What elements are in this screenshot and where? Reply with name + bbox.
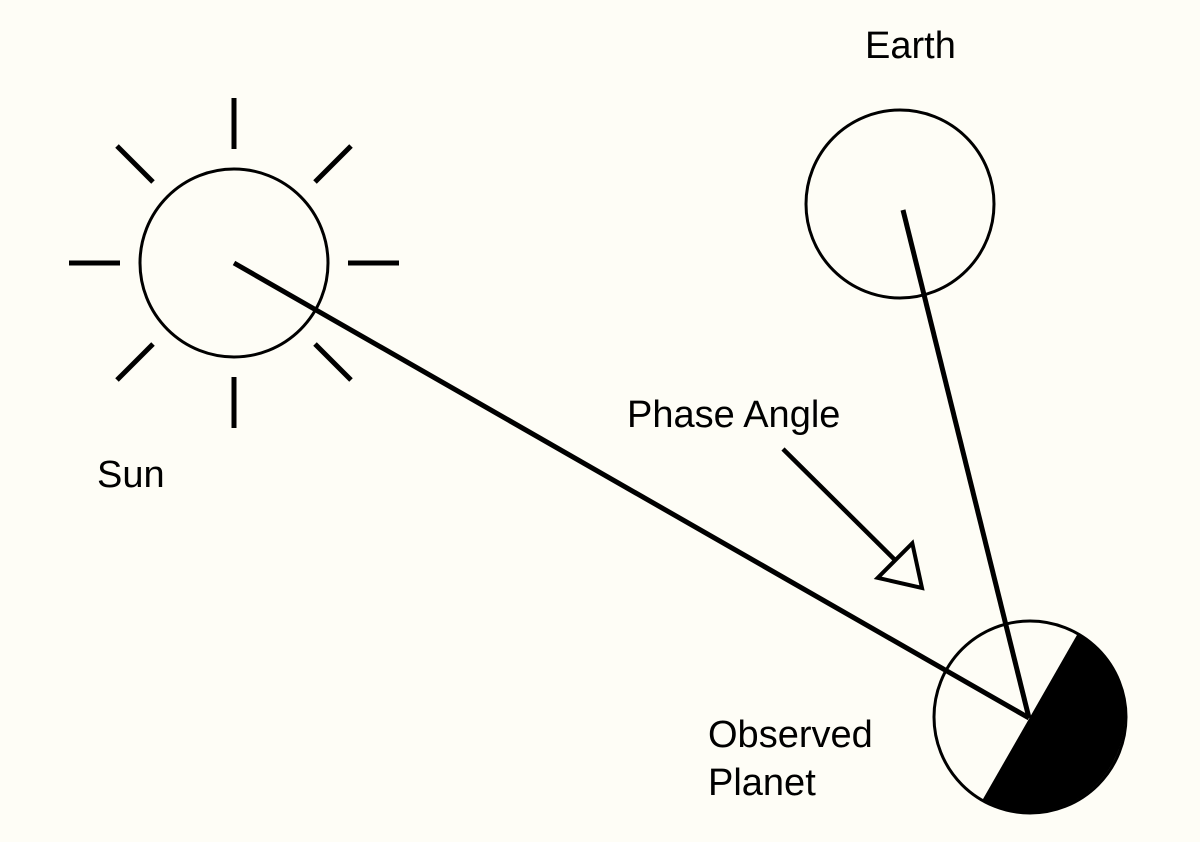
earth-label: Earth: [865, 25, 956, 67]
planet-disk: [932, 619, 1128, 815]
sun-to-planet-line: [232, 260, 1031, 721]
observed-planet-icon: [932, 619, 1128, 815]
planet-dark-side: [982, 633, 1125, 813]
earth-disk: [804, 108, 996, 300]
observed-planet-label-line2: Planet: [708, 762, 816, 804]
sun-disk: [138, 167, 330, 359]
sun-icon: [69, 98, 399, 428]
observed-planet-label-line1: Observed: [708, 714, 873, 756]
sun-ray-upper-right: [313, 144, 353, 184]
phase-angle-arrow-icon: [781, 447, 925, 591]
sun-ray-lower-left: [115, 342, 155, 382]
arrow-shaft: [781, 447, 897, 562]
arrow-open-head: [873, 539, 925, 591]
sun-label: Sun: [97, 454, 165, 496]
earth-icon: [804, 108, 996, 300]
sun-ray-lower-right: [313, 342, 353, 382]
phase-angle-label: Phase Angle: [627, 394, 840, 436]
sun-ray-upper-left: [115, 144, 155, 184]
